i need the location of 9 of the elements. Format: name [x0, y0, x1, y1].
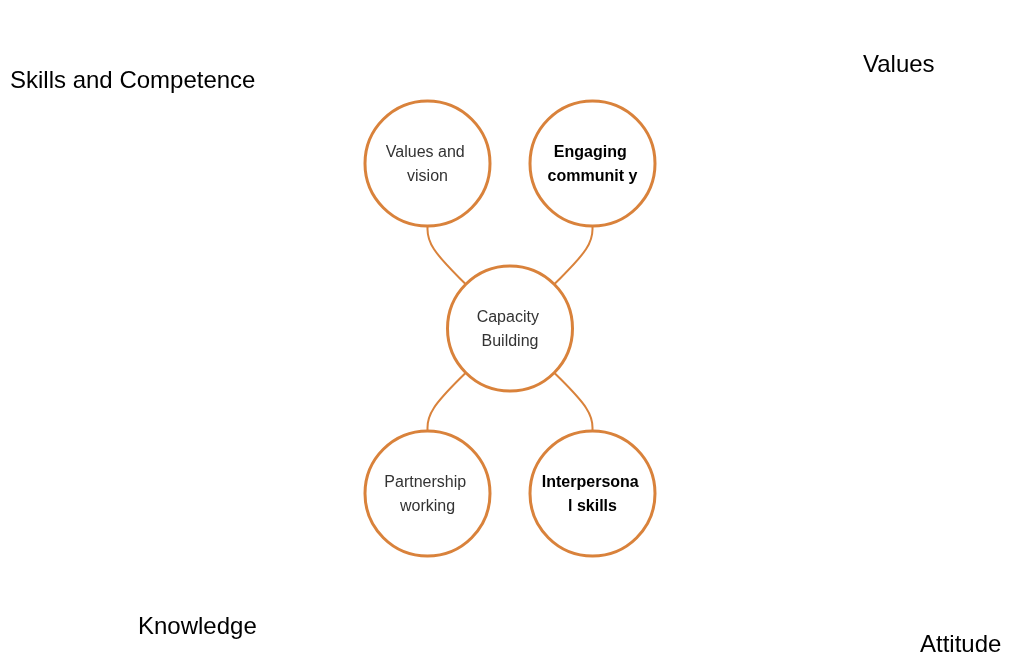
node-circle: Values and vision: [363, 99, 492, 227]
node-circle: Capacity Building: [446, 264, 574, 392]
corner-label: Skills and Competence: [10, 66, 256, 94]
node-circle: Engaging communit y: [528, 99, 657, 227]
node-circle: Interpersona l skills: [528, 429, 657, 557]
corner-label: Knowledge: [138, 612, 257, 640]
node-circle: Partnership working: [363, 429, 492, 557]
corner-label: Attitude: [920, 630, 1002, 656]
corner-label: Values: [863, 50, 935, 78]
